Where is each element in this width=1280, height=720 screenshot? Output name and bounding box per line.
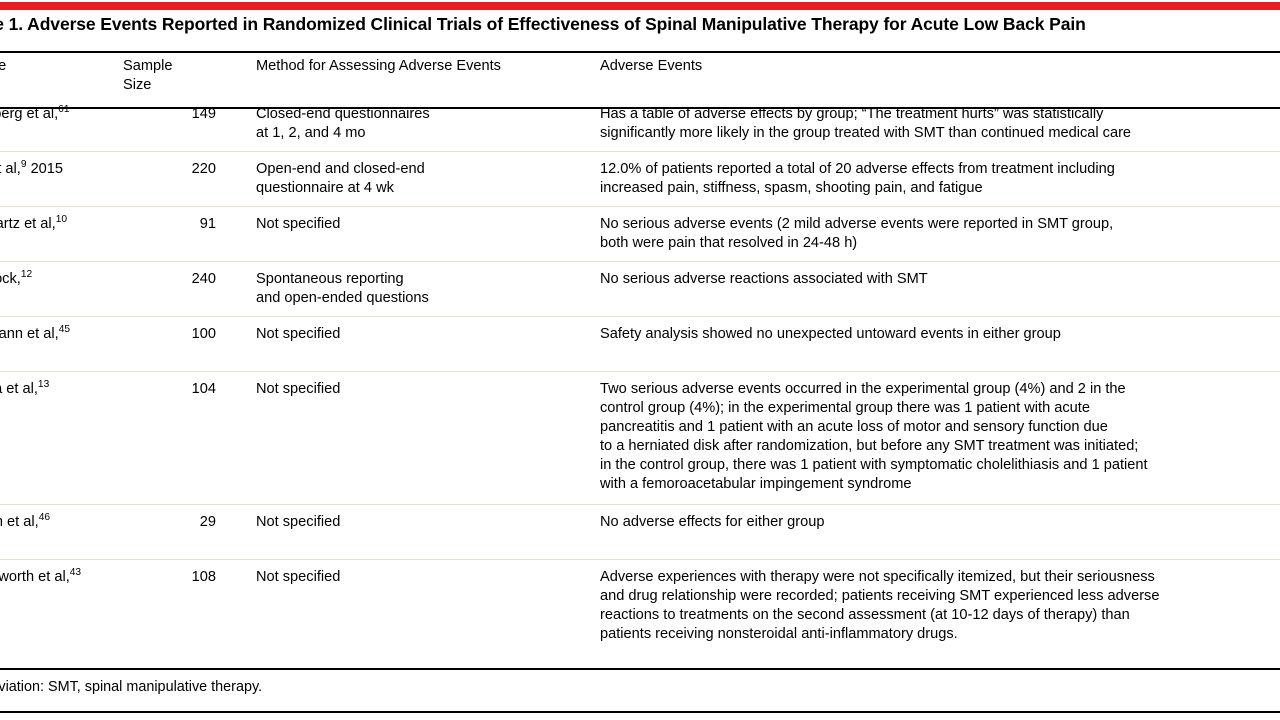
column-header-sample-size: Sample Size [123, 58, 173, 93]
rule-below-header [0, 107, 1280, 109]
rule-below-title [0, 51, 1280, 53]
source-year: 2009 [0, 399, 115, 418]
source-reference-superscript: 13 [37, 379, 50, 391]
cell-source: Blomberg et al,612003 [0, 97, 123, 151]
cell-source: Hutton et al,46 2009 [0, 503, 123, 560]
source-year: 1985 [0, 587, 115, 606]
cell-method: Not specified [256, 316, 600, 372]
column-header-method: Method for Assessing Adverse Events [256, 58, 501, 74]
cell-method: Open-end and closed-end questionnaire at… [256, 151, 600, 207]
table-footnote: Abbreviation: SMT, spinal manipulative t… [0, 679, 263, 695]
source-year: 2003 [0, 124, 115, 143]
header-row: Source Sample Size Method for Assessing … [0, 57, 1280, 97]
source-name: Senna et al,13 [0, 379, 50, 398]
cell-source: Waterworth et al,43 1985 [0, 558, 123, 652]
cell-adverse-events: 12.0% of patients reported a total of 20… [600, 151, 1280, 207]
cell-sample-size: 91 [123, 206, 256, 262]
cell-method: Not specified [256, 558, 600, 652]
cell-adverse-events: Adverse experiences with therapy were no… [600, 558, 1280, 652]
cell-sample-size: 240 [123, 261, 256, 317]
source-reference-superscript: 46 [38, 511, 51, 523]
cell-adverse-events: No adverse effects for either group [600, 503, 1280, 560]
cell-sample-size: 29 [123, 503, 256, 560]
source-name: Hancock,12 [0, 269, 33, 288]
source-year: 2003 [0, 344, 115, 363]
source-year: 2007 [0, 289, 115, 308]
cell-source: Schwartz et al,102013 [0, 206, 123, 262]
cell-adverse-events: Has a table of adverse effects by group;… [600, 106, 1132, 142]
top-accent-bar [0, 0, 1280, 12]
table-body: Blomberg et al,612003149Closed-end quest… [0, 97, 1280, 652]
source-year: 2009 [0, 532, 115, 551]
rule-below-body [0, 668, 1280, 670]
table-title: Table 1. Adverse Events Reported in Rand… [0, 14, 1086, 34]
cell-source: Hoffmann et al,452003 [0, 316, 123, 372]
table-row: Hancock,122007240Spontaneous reporting a… [0, 261, 1280, 317]
rule-below-footnote [0, 711, 1280, 713]
source-name: Waterworth et al,43 [0, 566, 82, 585]
cell-method: Closed-end questionnaires at 1, 2, and 4… [256, 106, 430, 142]
cell-adverse-events: No serious adverse reactions associated … [600, 261, 1280, 317]
cell-method: Not specified [256, 206, 600, 262]
adverse-events-table: Source Sample Size Method for Assessing … [0, 57, 1280, 652]
source-reference-superscript: 43 [69, 566, 82, 578]
table-header: Source Sample Size Method for Assessing … [0, 57, 1280, 97]
source-reference-superscript: 45 [58, 324, 71, 336]
source-name: Blomberg et al,61 [0, 104, 70, 123]
source-reference-superscript: 10 [55, 214, 68, 226]
source-name: Hoffmann et al,45 [0, 324, 71, 343]
cell-method: Not specified [256, 503, 600, 560]
column-header-adverse-events: Adverse Events [600, 58, 703, 74]
table-row: Hoffmann et al,452003100Not specifiedSaf… [0, 316, 1280, 372]
column-header-source: Source [0, 58, 7, 74]
cell-adverse-events: Safety analysis showed no unexpected unt… [600, 316, 1280, 372]
source-reference-superscript: 12 [20, 269, 33, 281]
cell-source: Hancock,122007 [0, 261, 123, 317]
source-name: Hutton et al,46 [0, 511, 51, 530]
cell-source: Senna et al,132009 [0, 371, 123, 505]
cell-sample-size: 149 [191, 106, 216, 123]
source-name: Paz et al,9 2015 [0, 159, 64, 178]
cell-sample-size: 104 [123, 371, 256, 505]
cell-sample-size: 100 [123, 316, 256, 372]
red-accent-rule [0, 2, 1280, 10]
source-reference-superscript: 9 [20, 159, 27, 171]
source-year: 2013 [0, 234, 115, 253]
cell-adverse-events: No serious adverse events (2 mild advers… [600, 206, 1280, 262]
cell-source: Paz et al,9 2015 [0, 151, 123, 207]
cell-sample-size: 220 [123, 151, 256, 207]
cell-method: Not specified [256, 371, 600, 505]
table-row: Blomberg et al,612003 149 Closed-end quest… [0, 97, 1280, 151]
cell-adverse-events: Two serious adverse events occurred in t… [600, 371, 1280, 505]
cell-method: Spontaneous reporting and open-ended que… [256, 261, 600, 317]
cell-sample-size: 108 [123, 558, 256, 652]
source-reference-superscript: 61 [58, 104, 70, 116]
source-name: Schwartz et al,10 [0, 214, 68, 233]
